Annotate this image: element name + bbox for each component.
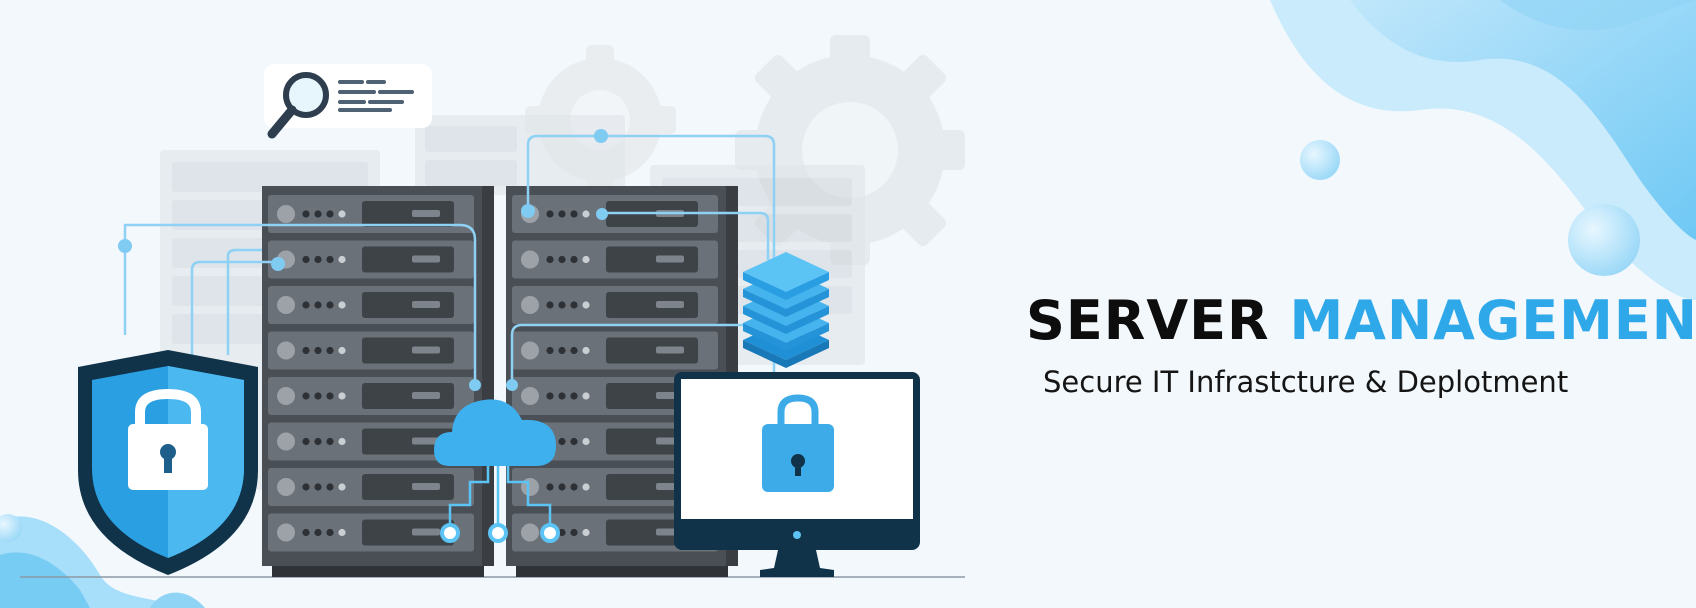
search-card [264, 64, 432, 139]
server-unit [512, 240, 718, 279]
cloud-icon [434, 399, 560, 543]
decorative-wave-top-right [1270, 0, 1696, 300]
server-unit [268, 468, 474, 506]
decorative-bubble [1568, 204, 1640, 276]
server-unit [512, 195, 718, 233]
title-word-server: SERVER [1026, 289, 1270, 352]
server-unit [268, 513, 474, 552]
server-unit [512, 286, 718, 324]
server-unit [512, 513, 718, 552]
decorative-bubble [1300, 140, 1340, 180]
shield-lock-icon [78, 350, 258, 575]
background-rack-middle [415, 115, 625, 195]
server-unit [268, 286, 474, 324]
monitor-icon [674, 372, 920, 577]
page-title: SERVER MANAGEMENT [1026, 288, 1696, 354]
server-unit [268, 422, 474, 461]
server-rack [262, 186, 494, 577]
title-word-management: MANAGEMENT [1289, 289, 1696, 352]
server-rack [506, 186, 738, 577]
magnifier-icon [267, 72, 329, 139]
database-stack-icon [743, 252, 829, 368]
server-unit [268, 377, 474, 415]
network-connections [123, 134, 776, 385]
page-subtitle: Secure IT Infrastcture & Deplotment [1043, 365, 1569, 399]
server-unit [512, 331, 718, 370]
decorative-wave-bottom-left [0, 514, 205, 608]
server-unit [268, 240, 474, 279]
server-unit [268, 331, 474, 370]
server-unit [268, 195, 474, 233]
padlock-icon [762, 394, 834, 492]
connection-dots [118, 129, 608, 391]
